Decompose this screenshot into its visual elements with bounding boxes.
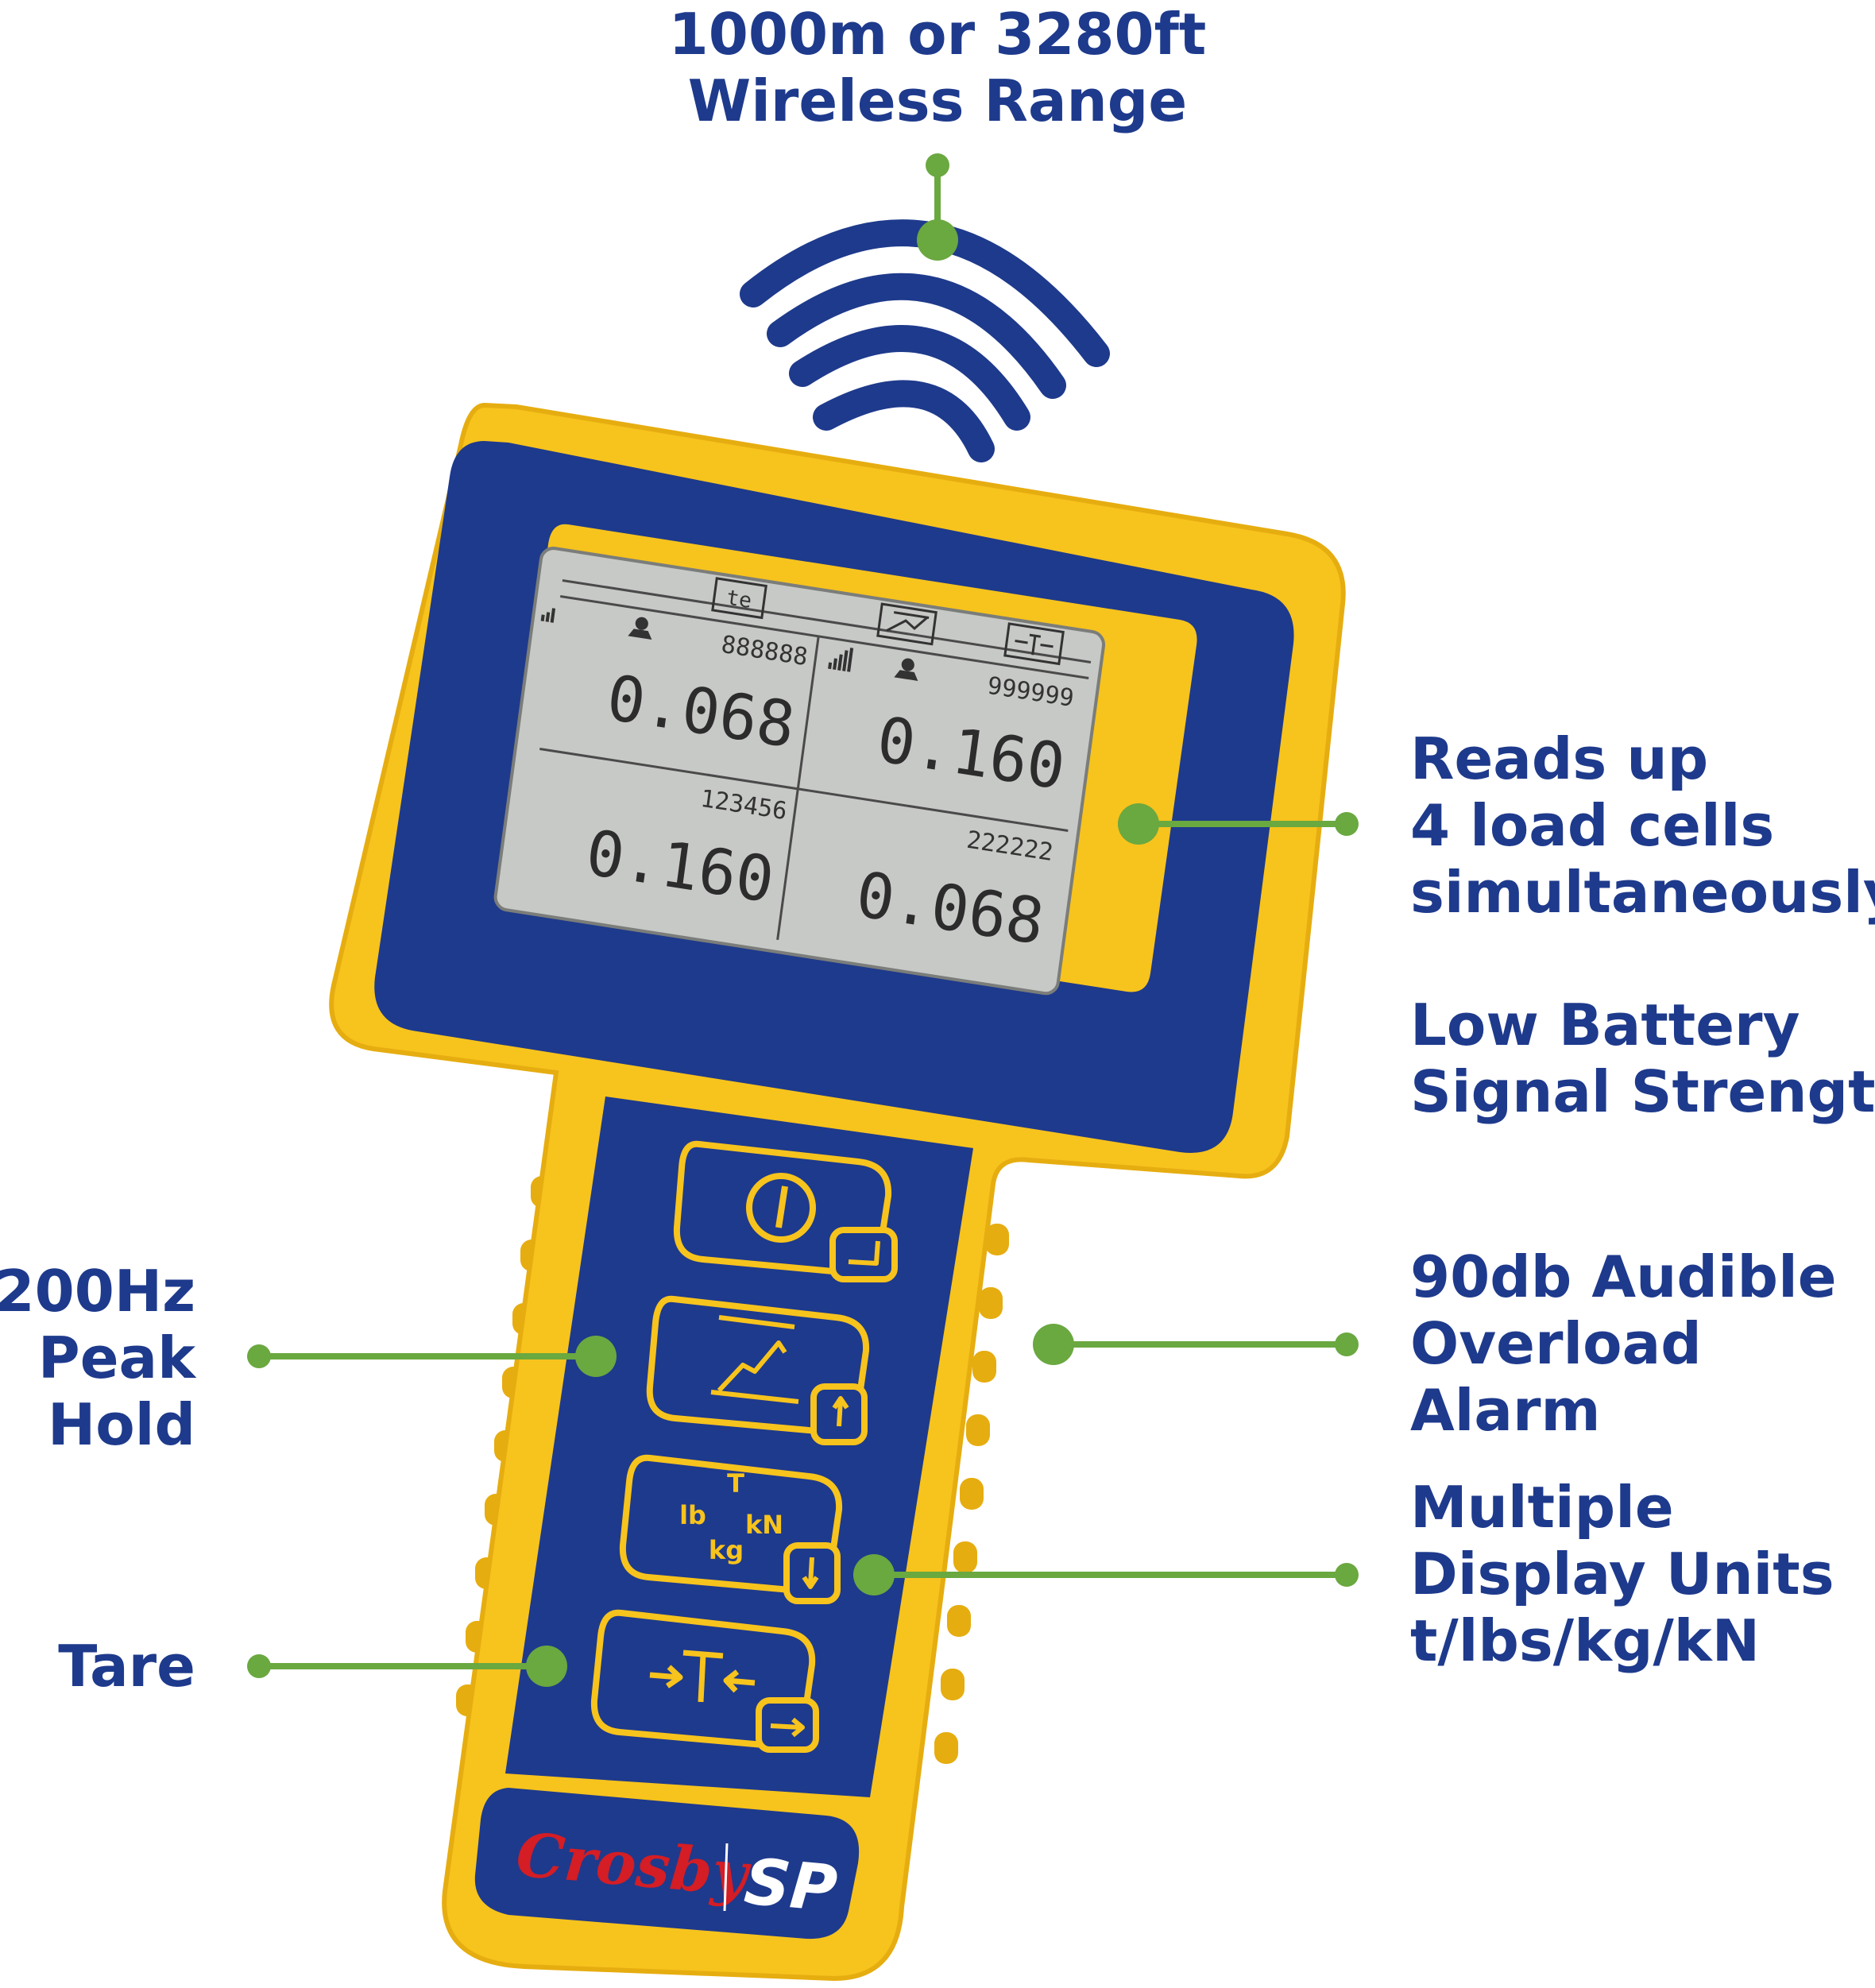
units-button[interactable] [619,1454,843,1604]
power-icon [746,1173,816,1243]
svg-text:te: te [725,586,753,614]
svg-text:Wireless Range: Wireless Range [688,68,1187,134]
callout-battery: Low Battery Signal Strength [1410,992,1875,1125]
svg-text:90db Audible: 90db Audible [1410,1243,1837,1310]
lcd-display: te [493,524,1197,996]
lcd-units-icon: te [711,577,767,620]
svg-text:200Hz: 200Hz [0,1258,195,1325]
callout-wireless: 1000m or 3280ft Wireless Range [669,1,1207,134]
svg-text:Peak: Peak [38,1325,197,1391]
wireless-callout-line [917,153,958,261]
svg-text:simultaneously: simultaneously [1410,859,1875,926]
svg-text:Overload: Overload [1410,1310,1702,1377]
svg-text:Multiple: Multiple [1410,1474,1674,1541]
load-cell-icon [628,617,652,640]
svg-text:Hold: Hold [48,1391,195,1458]
svg-text:lb: lb [679,1500,706,1530]
lcd-tare-icon [1003,622,1065,666]
units-labels: T lb kN kg [679,1468,783,1565]
svg-text:SP: SP [741,1844,840,1926]
callout-lines [247,803,1359,1687]
keypad [590,1140,898,1753]
peak-hold-icon [710,1315,799,1404]
svg-text:Reads up: Reads up [1410,725,1708,792]
tare-button[interactable] [590,1609,819,1753]
power-button[interactable] [673,1140,898,1282]
callout-reads: Reads up 4 load cells simultaneously [1410,725,1875,926]
lcd-peak-icon [876,602,938,646]
tare-icon [649,1650,756,1703]
enter-icon [829,1227,898,1282]
peak-hold-button[interactable] [646,1295,870,1445]
svg-text:4 load cells: 4 load cells [1410,792,1774,859]
callout-tare: Tare [58,1633,195,1700]
svg-text:Alarm: Alarm [1410,1377,1601,1444]
svg-text:kN: kN [745,1510,783,1540]
signal-bars-icon [540,608,556,623]
callout-units: Multiple Display Units t/lbs/kg/kN [1410,1474,1834,1674]
wireless-signal-icon [740,219,1110,462]
svg-text:t/lbs/kg/kN: t/lbs/kg/kN [1410,1607,1760,1674]
svg-text:T: T [727,1468,744,1499]
svg-text:Low Battery: Low Battery [1410,992,1800,1058]
load-cell-icon [894,658,918,681]
svg-text:Display Units: Display Units [1410,1541,1834,1607]
svg-text:Signal Strength: Signal Strength [1410,1058,1875,1125]
callout-alarm: 90db Audible Overload Alarm [1410,1243,1837,1444]
svg-text:1000m or 3280ft: 1000m or 3280ft [669,1,1207,68]
svg-text:Tare: Tare [58,1633,195,1700]
svg-text:kg: kg [709,1535,744,1565]
signal-bars-icon [828,648,854,672]
callout-peak: 200Hz Peak Hold [0,1258,197,1458]
